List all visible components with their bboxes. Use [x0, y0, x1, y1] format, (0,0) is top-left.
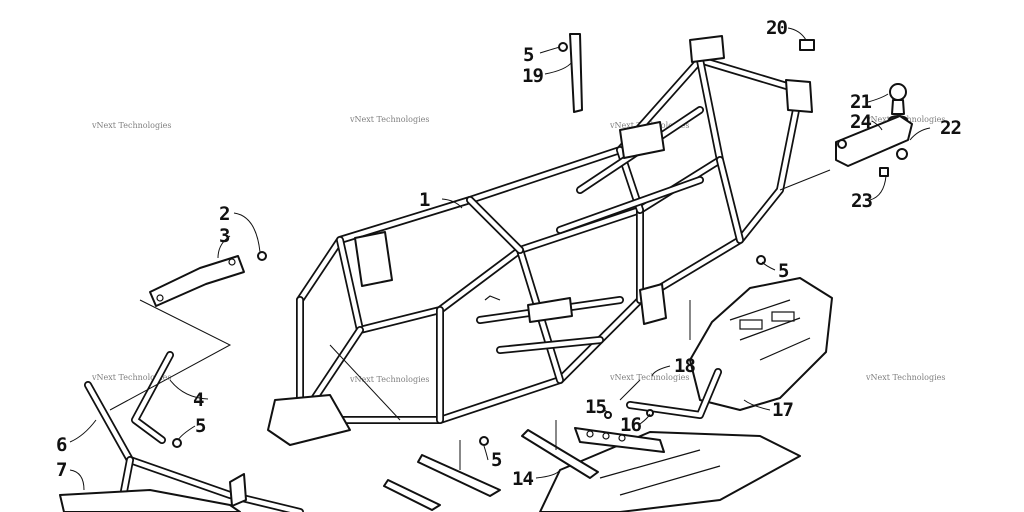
hitch-assembly: [835, 83, 913, 177]
callout-6: 6: [56, 434, 67, 456]
callout-23: 23: [851, 190, 872, 212]
callout-labels: 1 2 3 4 5 5 5 5 6 7 14 15 16 17 18 19 20…: [56, 17, 962, 490]
callout-1: 1: [419, 189, 430, 211]
watermark-8: vNext Technologies: [865, 373, 945, 382]
callout-17: 17: [772, 399, 793, 421]
callout-21: 21: [850, 91, 871, 113]
callout-14: 14: [512, 468, 533, 490]
bracket-18: [626, 368, 722, 419]
callout-22: 22: [940, 117, 961, 139]
callout-2: 2: [219, 203, 229, 225]
watermark-2: vNext Technologies: [349, 115, 429, 124]
bracket-3: [149, 255, 245, 307]
reference-lines: [109, 169, 831, 470]
callout-20: 20: [766, 17, 787, 39]
callout-5-left: 5: [195, 415, 206, 437]
plate-20: [799, 39, 815, 51]
bar-19: [558, 33, 583, 113]
leaders: [69, 27, 931, 491]
callout-16: 16: [620, 414, 641, 436]
bar-16: [574, 427, 665, 453]
callout-5-top: 5: [523, 44, 534, 66]
callout-7: 7: [56, 459, 67, 481]
callout-18: 18: [674, 355, 695, 377]
callout-4: 4: [193, 389, 204, 411]
front-bumper: [59, 381, 304, 512]
callout-24: 24: [850, 111, 871, 133]
brace-4: [131, 351, 174, 444]
callout-5-bottom: 5: [491, 449, 502, 471]
skid-strips: [383, 429, 599, 511]
callout-15: 15: [585, 396, 606, 418]
watermark-1: vNext Technologies: [91, 121, 171, 130]
watermark-6: vNext Technologies: [349, 375, 429, 384]
watermark-7: vNext Technologies: [609, 373, 689, 382]
callout-19: 19: [522, 65, 543, 87]
watermark-5: vNext Technologies: [91, 373, 171, 382]
callout-3: 3: [219, 225, 230, 247]
main-frame: [267, 35, 813, 446]
callout-5-right: 5: [778, 260, 789, 282]
fasteners: [172, 251, 766, 448]
rear-skid-plate: [539, 277, 833, 512]
